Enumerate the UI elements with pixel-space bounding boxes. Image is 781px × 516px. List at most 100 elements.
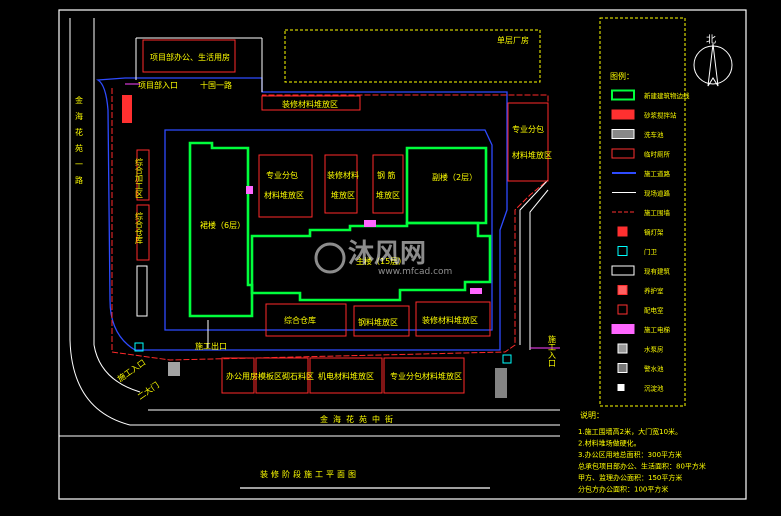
subcontract-right-zone [507,102,549,182]
mat2-label-1: 装修材料 [327,170,359,180]
svg-text:办公用房: 办公用房 [226,371,258,381]
note-line: 3.办公区用地总面积：300平方米 [578,450,682,459]
left1-zone [136,149,150,201]
note-line: 甲方、监理办公面积：150平方米 [578,473,682,482]
note-line: 分包方办公面积：100平方米 [578,485,668,494]
east-boundary [519,179,549,345]
subcontract-right-label-1: 专业分包 [512,124,544,134]
gate-guard-1 [134,342,144,352]
warehouse-label: 综合仓库 [284,315,316,325]
legend-symbol [611,129,635,139]
mat1-zone [258,154,313,218]
office-label: 项目部办公、生活用房 [150,52,230,62]
legend-label: 现有建筑 [644,267,671,276]
factory-outline [284,29,541,83]
entry-right-label: 施工入口 [548,334,557,367]
bottom-strip: 办公用房 模板区 砌石料区 机电材料堆放区 专业分包材料堆放区 [221,357,465,394]
legend-label: 临时厕所 [644,150,671,159]
left-shed [136,265,148,317]
mat2-label-2: 堆放区 [331,190,355,200]
steel-label: 钢料堆放区 [358,317,398,327]
legend-box [599,17,686,407]
svg-text:北: 北 [706,34,716,46]
svg-text:机电材料堆放区: 机电材料堆放区 [318,371,374,381]
factory-label: 单层厂房 [497,35,529,45]
building-b-label: 副楼（2层） [432,172,477,182]
main-building-label: 主楼（15层） [356,256,406,266]
gate-sw-label: 二大门 [135,380,160,402]
gate-top2-label: 十国一路 [200,80,232,90]
elevator-mark-3 [470,288,482,294]
south-street-label: 金海花苑中街 [320,414,398,424]
mat3-zone [372,154,404,214]
gate-guard-2 [502,354,512,364]
legend-label: 新建建筑物边线 [644,91,690,100]
subcontract-right-label-2: 材料堆放区 [512,150,552,160]
legend-label: 施工围墙 [644,208,671,217]
svg-text:模板区: 模板区 [258,371,282,381]
drawing-title: 装修阶段施工平面图 [260,469,359,479]
legend-label: 养护室 [644,286,664,295]
note-line: 1.施工围墙高2米，大门宽10米。 [578,427,682,436]
legend-label: 现场道路 [644,189,671,198]
legend-symbol [617,384,625,391]
svg-text:砌石料区: 砌石料区 [282,371,314,381]
mat1-label-2: 材料堆放区 [264,190,304,200]
gate-top-label: 项目部入口 [138,80,178,90]
svg-text:www.mfcad.com: www.mfcad.com [378,267,452,277]
legend-symbol [617,343,628,354]
mat1-label-1: 专业分包 [266,170,298,180]
legend-symbol [617,246,628,256]
legend-label: 施工电梯 [644,325,671,334]
legend-label: 洗车池 [644,130,664,139]
warehouse-zone [265,303,347,337]
deco-bottom-label: 装修材料堆放区 [422,315,478,325]
svg-text:专业分包材料堆放区: 专业分包材料堆放区 [390,371,462,381]
mat3-label-1: 钢 筋 [377,170,396,180]
steel-zone [353,305,410,337]
legend-label: 镝灯架 [644,228,664,237]
legend-label: 施工道路 [644,169,671,178]
svg-text:沐风网: 沐风网 [348,239,426,269]
entry-sw-label: 施工入口 [115,357,147,384]
main-building-outline [250,221,492,302]
notes-heading: 说明： [580,410,604,420]
west-road [69,18,560,426]
legend-label: 砂浆搅拌站 [644,111,677,120]
west-street-label: 金海花苑一路 [75,95,84,192]
north-arrow: 北 [693,34,733,87]
left2-label: 综合仓库 [135,211,144,245]
elevator-mark-2 [364,220,376,227]
legend-symbol [617,285,628,295]
legend-symbol [617,304,628,315]
note-line: 2.材料堆场做硬化。 [578,439,641,448]
wash-pool [168,362,180,376]
legend-symbol [617,363,628,373]
legend-label: 配电室 [644,306,664,315]
legend-symbol [611,265,635,276]
construction-road-inner [164,129,493,331]
drawing-frame [58,9,747,500]
left1-label: 综合加工区 [135,157,144,198]
building-a-label: 裙楼（6层） [200,220,245,230]
building-b-outline [405,146,488,225]
legend-symbol [611,148,635,159]
mixer-mark [122,95,132,123]
deco-top-label: 装修材料堆放区 [282,99,338,109]
legend-symbol [611,109,635,120]
left2-zone [136,204,150,261]
sedimentation-pool [495,368,507,398]
mat3-label-2: 堆放区 [376,190,400,200]
legend-label: 水泵房 [644,345,664,354]
office-block [142,39,236,73]
deco-bottom-zone [415,301,491,337]
legend-symbol [617,226,628,237]
legend-label: 沉淀池 [644,384,664,393]
note-line: 总承包项目部办公、生活面积：80平方米 [578,462,706,471]
deco-top-zone [261,95,361,111]
legend-symbol [611,324,635,334]
construction-road-outer [95,77,508,351]
legend-heading: 图例： [610,71,634,81]
legend-label: 警水池 [644,364,664,373]
